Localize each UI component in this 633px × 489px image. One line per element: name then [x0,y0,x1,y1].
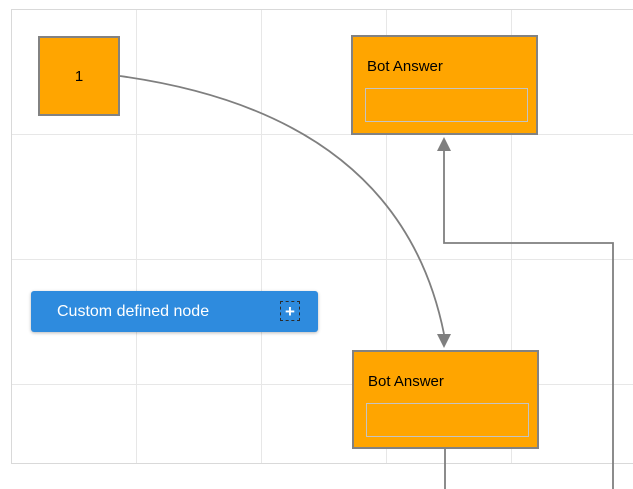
bot-answer-field[interactable] [366,403,529,437]
node-title: Bot Answer [368,373,444,390]
bot-answer-field[interactable] [365,88,528,122]
plus-icon[interactable]: + [280,301,300,321]
connector-orthogonal[interactable] [443,150,614,489]
node-bot-answer-bottom[interactable]: Bot Answer [352,350,539,449]
custom-defined-node[interactable]: Custom defined node + [31,291,318,332]
node-bot-answer-top[interactable]: Bot Answer [351,35,538,135]
plus-glyph: + [285,301,295,321]
node-start[interactable]: 1 [38,36,120,116]
custom-node-label: Custom defined node [57,302,210,320]
connector-arrowhead-up [437,137,451,151]
connector-curved[interactable] [119,75,445,335]
node-title: Bot Answer [367,58,443,75]
connector-arrowhead-down [437,334,451,348]
node-start-label: 1 [74,67,84,85]
